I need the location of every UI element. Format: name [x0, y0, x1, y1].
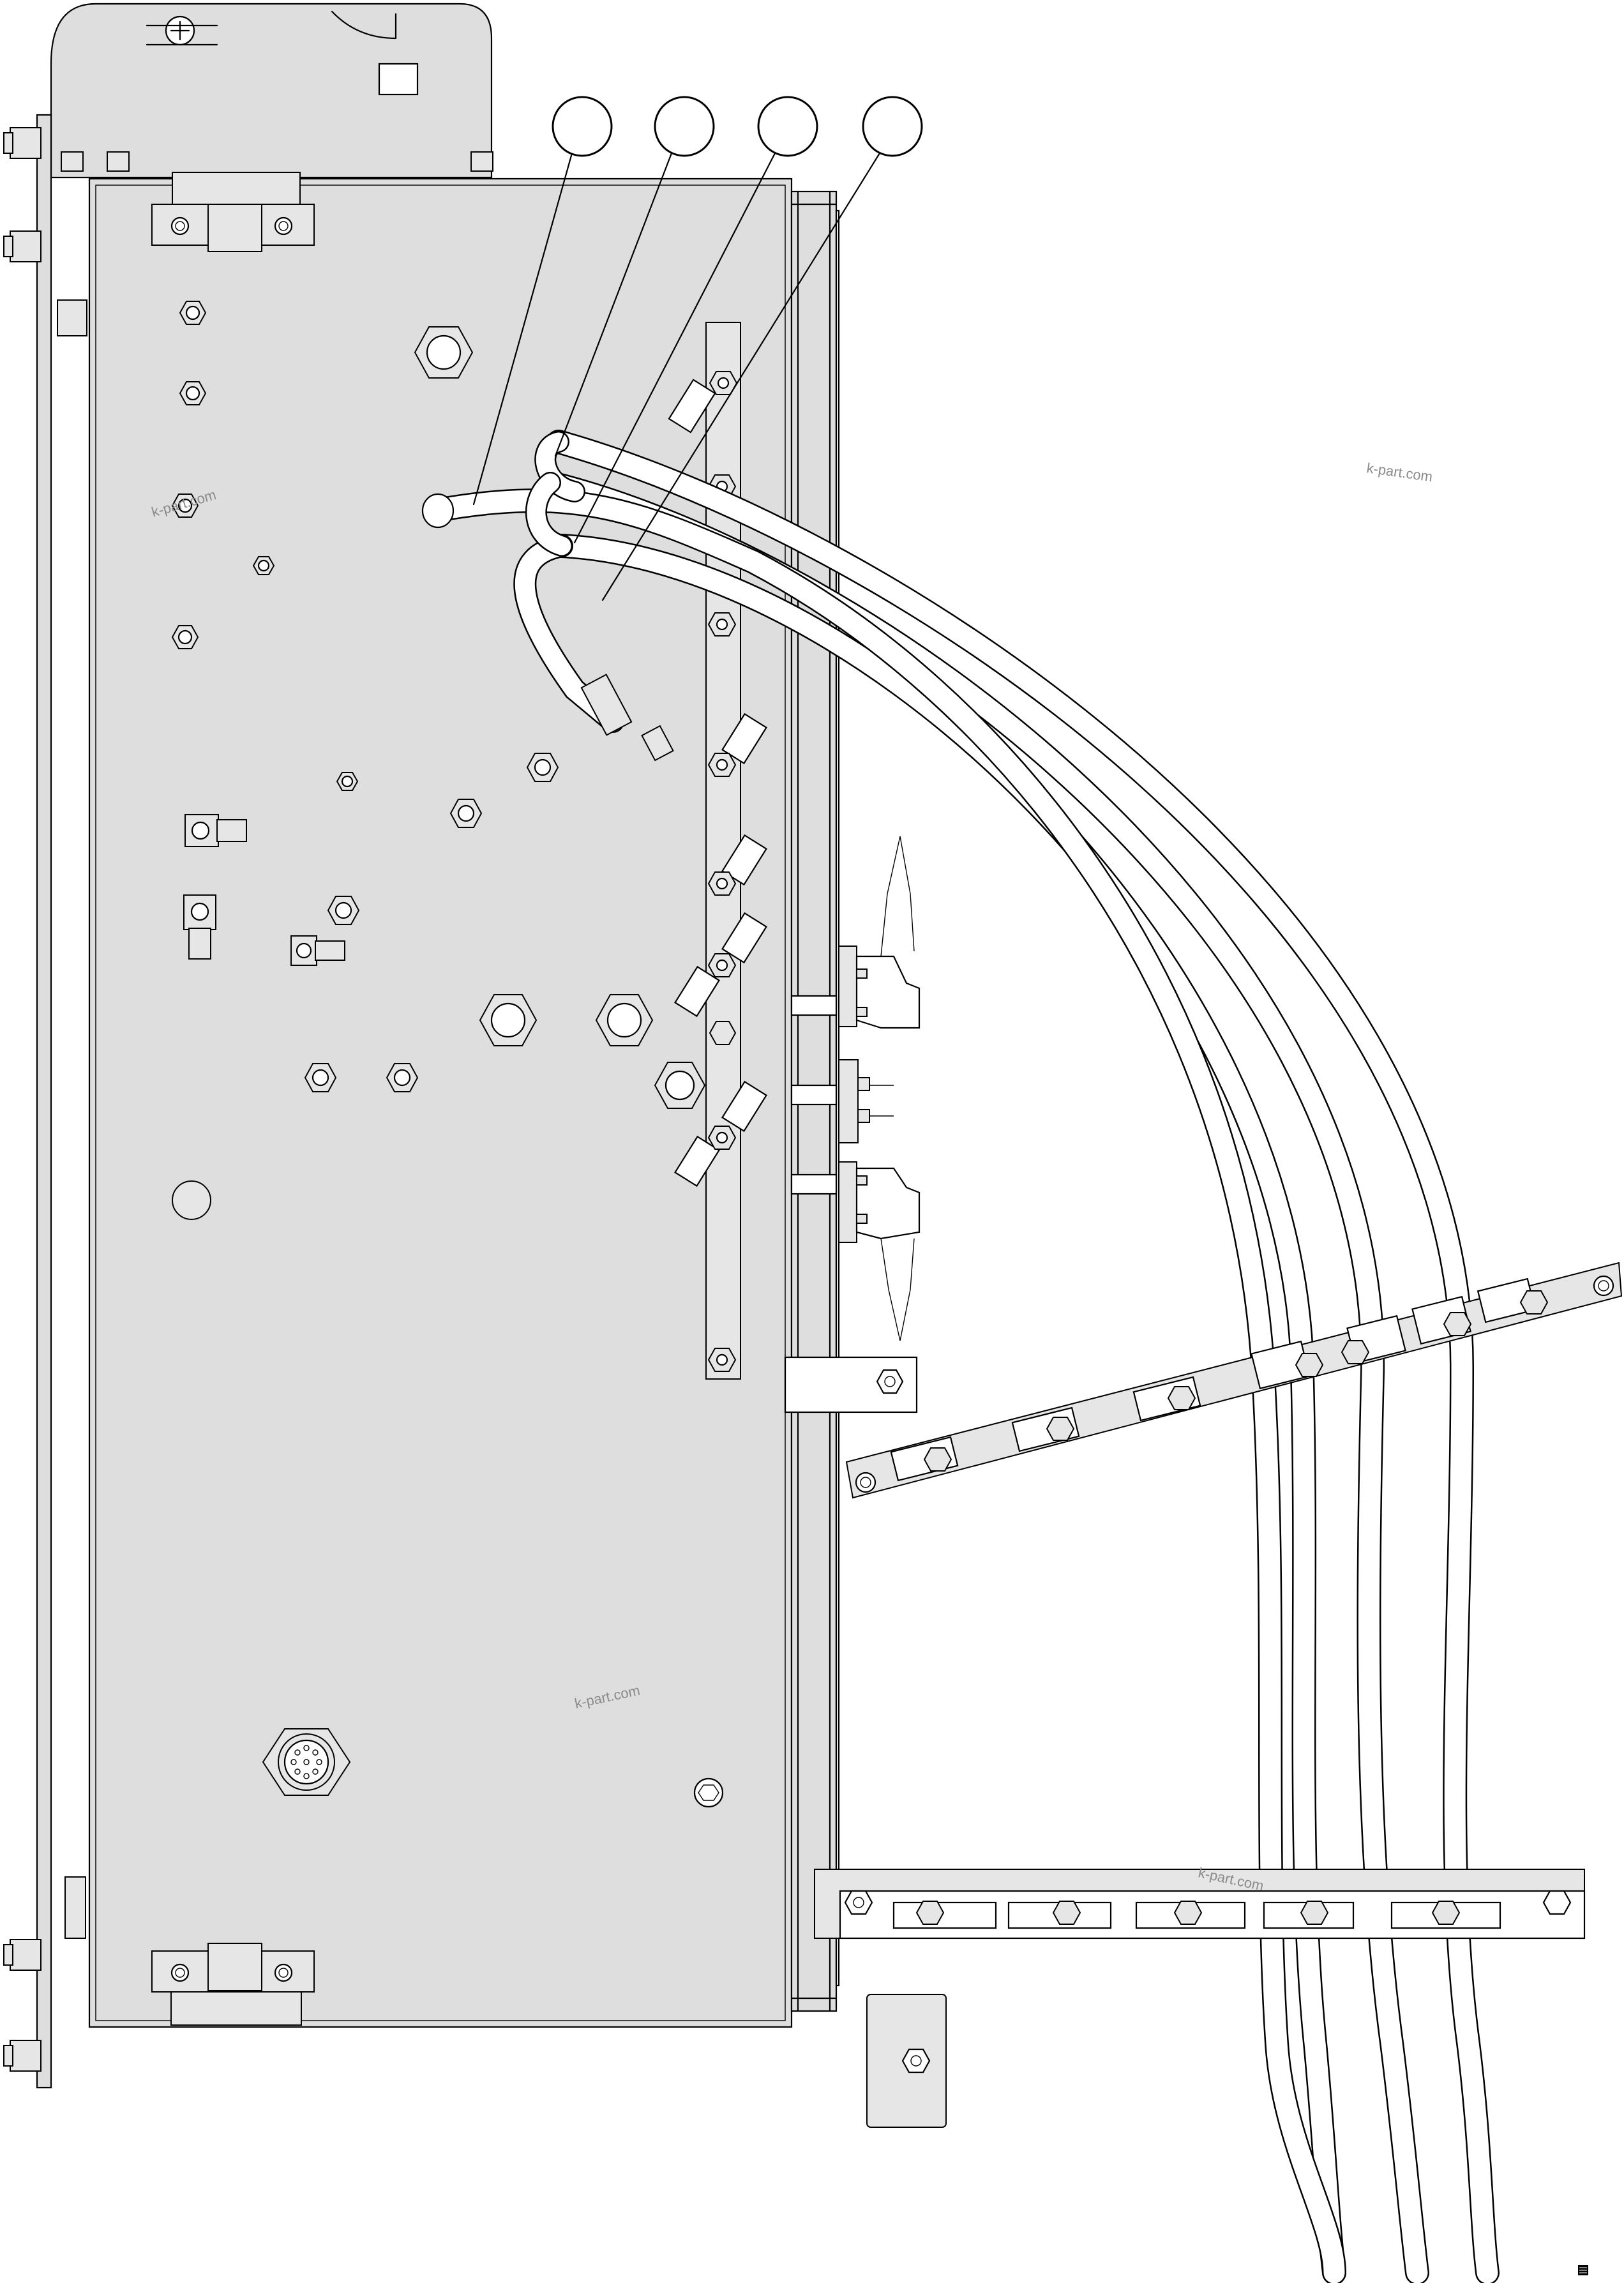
hose-clamp — [1251, 1340, 1324, 1390]
hose-clamp — [890, 1436, 959, 1482]
small-nut — [304, 1063, 337, 1092]
valve-assembly — [838, 1161, 921, 1341]
bottom-bracket — [151, 1943, 315, 2026]
small-nut — [179, 381, 207, 405]
hose-clamp — [674, 912, 767, 1018]
small-nut — [449, 799, 483, 828]
hex-nut — [1542, 1890, 1572, 1915]
small-nut — [171, 494, 199, 518]
valve-assembly — [838, 836, 921, 1029]
callout-2[interactable] — [654, 96, 715, 157]
bolt — [3, 230, 41, 262]
hose-clamp — [1132, 1376, 1201, 1422]
hose-clamp — [1477, 1277, 1549, 1323]
mounting-tab — [784, 1356, 918, 1413]
hose-clamp — [668, 371, 738, 433]
elbow-fitting — [290, 935, 345, 966]
large-nut — [654, 1062, 706, 1109]
bolt — [3, 1939, 41, 1971]
hose-clamp — [1341, 1315, 1406, 1364]
bolt — [3, 127, 41, 159]
callout-1[interactable] — [552, 96, 613, 157]
callout-4[interactable] — [862, 96, 923, 157]
lower-clamp-bar — [814, 1869, 1586, 1940]
corner-barcode-icon — [1578, 2265, 1588, 2275]
small-mounting-plate — [866, 1994, 947, 2128]
plug-cap — [172, 1180, 211, 1220]
callout-3[interactable] — [757, 96, 818, 157]
small-nut — [336, 772, 359, 791]
large-nut — [414, 326, 474, 379]
valve-assembly — [838, 1059, 894, 1143]
hose-clamp — [1411, 1295, 1472, 1345]
hose-clamp — [707, 834, 767, 896]
top-cover — [50, 3, 493, 179]
round-connector — [262, 1728, 351, 1796]
hose-clamp — [707, 712, 767, 777]
large-nut — [595, 994, 654, 1046]
hex-nut — [844, 1890, 873, 1915]
small-nut — [386, 1063, 419, 1092]
watermark-text: k-part.com — [1365, 460, 1433, 485]
hose-clamp — [674, 1080, 767, 1187]
hydraulic-hoses — [421, 430, 1500, 2283]
small-nut — [179, 301, 207, 325]
large-nut — [479, 994, 538, 1046]
hex-socket-plug — [693, 1777, 724, 1808]
bolt — [3, 2040, 41, 2072]
hose-clamp — [1263, 1901, 1355, 1929]
elbow-fitting — [184, 814, 247, 847]
hose-clamp — [1007, 1901, 1112, 1929]
left-mounting-rail — [3, 114, 87, 2089]
callout-leaders — [472, 152, 881, 601]
hose-clamp — [892, 1901, 997, 1929]
hose-clamp — [1011, 1406, 1080, 1452]
hose-clamp — [707, 612, 737, 637]
small-nut — [171, 625, 199, 649]
small-nut — [526, 753, 559, 782]
hex-nut — [707, 1348, 737, 1372]
hex-nut — [709, 1021, 737, 1045]
top-bracket — [151, 172, 315, 252]
small-nut — [252, 556, 275, 575]
elbow-fitting — [183, 894, 216, 960]
upper-diagonal-clamp-bar — [845, 1262, 1623, 1499]
hose-clamp — [1390, 1901, 1501, 1929]
hose-clamp — [1135, 1901, 1246, 1929]
small-nut — [327, 896, 360, 925]
